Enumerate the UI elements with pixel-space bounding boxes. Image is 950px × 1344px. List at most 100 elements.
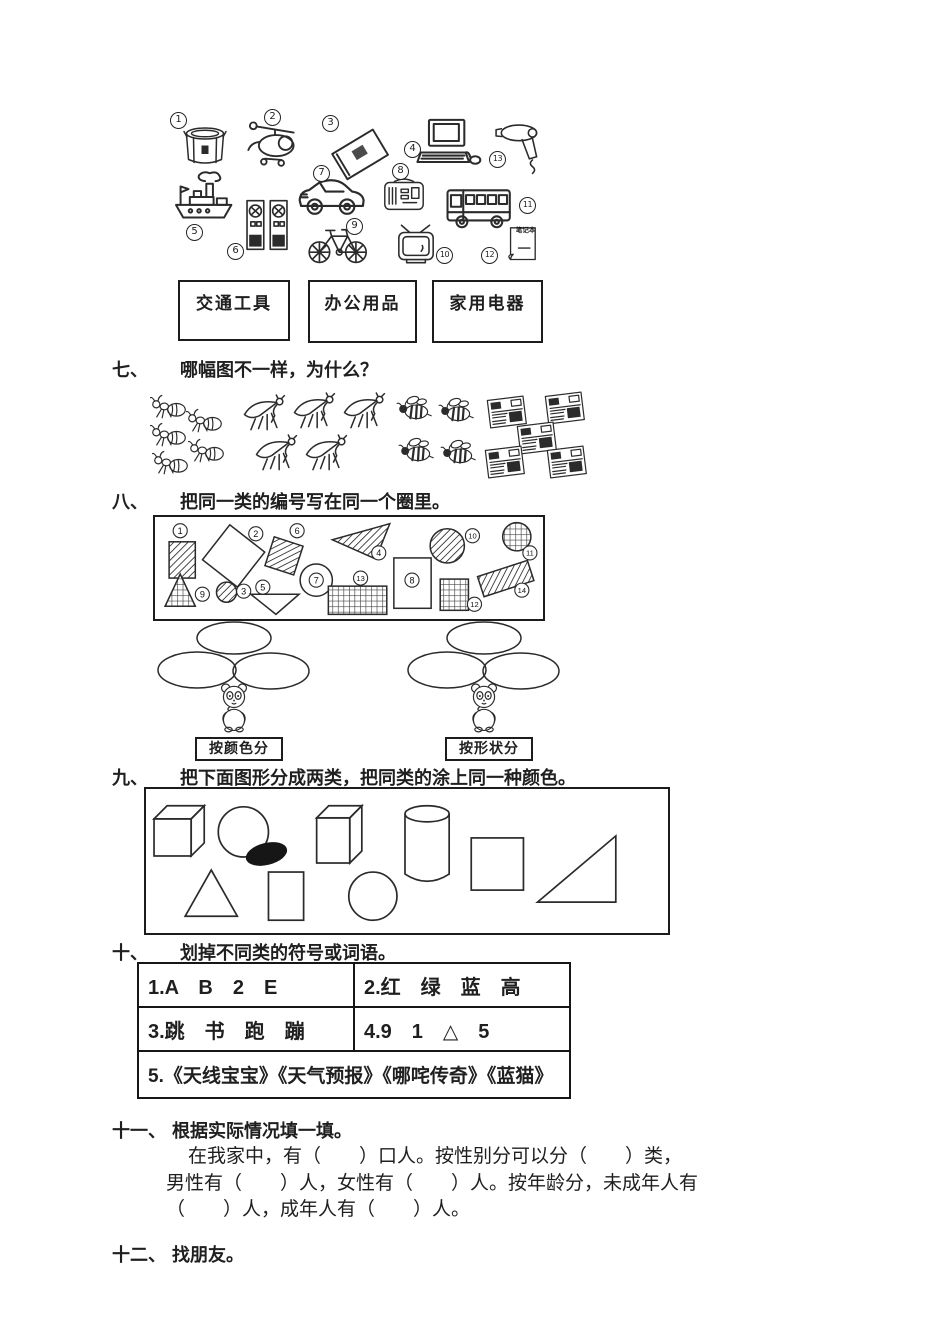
category-box-appliance[interactable]: 家用电器 xyxy=(432,280,543,343)
clipart-number-7: 7 xyxy=(313,165,330,182)
section-9-title: 把下面图形分成两类，把同类的涂上同一种颜色。 xyxy=(180,768,576,788)
mantis-icon xyxy=(288,390,342,434)
clipart-number-3: 3 xyxy=(322,115,339,132)
table-cell-letters[interactable]: 1.A B 2 E xyxy=(137,962,355,1008)
svg-text:9: 9 xyxy=(200,589,205,599)
bee-icon xyxy=(436,394,476,424)
sorting-circles[interactable] xyxy=(157,618,310,736)
clipart-number-1: 1 xyxy=(170,112,187,129)
shape-6 xyxy=(263,535,304,576)
shape9-cuboid xyxy=(314,803,364,866)
shape9-cube xyxy=(151,803,207,859)
mantis-icon xyxy=(250,432,304,476)
section-9-header: 九、 把下面图形分成两类，把同类的涂上同一种颜色。 xyxy=(112,764,576,790)
svg-text:6: 6 xyxy=(295,526,300,536)
shape9-triangle xyxy=(183,868,239,918)
fill-blank-line-3[interactable]: （ ）人，成年人有（ ）人。 xyxy=(166,1199,471,1220)
mantis-icon xyxy=(238,392,292,436)
shape-13 xyxy=(327,585,388,616)
section-10-title: 划掉不同类的符号或词语。 xyxy=(180,943,396,963)
svg-text:13: 13 xyxy=(356,574,364,583)
clipart-number-11: 11 xyxy=(519,197,536,214)
bee-icon xyxy=(394,392,434,422)
section-11-title: 根据实际情况填一填。 xyxy=(172,1121,352,1141)
svg-text:14: 14 xyxy=(518,586,526,595)
newspaper-icon xyxy=(482,444,528,480)
clipart-number-6: 6 xyxy=(227,243,244,260)
shape-5 xyxy=(248,593,302,616)
svg-text:3: 3 xyxy=(241,586,246,596)
section-10-number: 十、 xyxy=(112,943,148,963)
section-11-header: 十一、根据实际情况填一填。 xyxy=(112,1117,352,1143)
cross-out-table: 1.A B 2 E 2.红 绿 蓝 高 3.跳 书 跑 蹦 4.9 1 △ 5 … xyxy=(137,962,571,1099)
clipart-number-8: 8 xyxy=(392,163,409,180)
panda-icon xyxy=(470,683,498,733)
shape-3 xyxy=(215,581,238,604)
section-8-header: 八、 把同一类的编号写在同一个圈里。 xyxy=(112,488,450,514)
svg-text:7: 7 xyxy=(314,575,319,585)
section-12-number: 十二、 xyxy=(112,1245,166,1265)
shape-2 xyxy=(201,523,266,589)
mantis-icon xyxy=(300,432,354,476)
sort-method-label: 按颜色分 xyxy=(195,737,283,761)
sorting-circles[interactable] xyxy=(407,618,560,736)
svg-text:5: 5 xyxy=(260,582,265,592)
table-cell-verbs[interactable]: 3.跳 书 跑 蹦 xyxy=(137,1006,355,1052)
section-8-number: 八、 xyxy=(112,492,148,512)
shape9-circle xyxy=(217,805,270,858)
ant-icon xyxy=(186,406,228,434)
shape9-square xyxy=(470,837,525,891)
section-10-header: 十、 划掉不同类的符号或词语。 xyxy=(112,939,396,965)
shape-9 xyxy=(163,572,197,608)
svg-text:12: 12 xyxy=(470,600,478,609)
section-7-number: 七、 xyxy=(112,360,148,380)
section-9-number: 九、 xyxy=(112,768,148,788)
section-12-header: 十二、找朋友。 xyxy=(112,1241,244,1267)
clipart-number-5: 5 xyxy=(186,224,203,241)
shape9-rtriangle xyxy=(535,834,617,904)
category-box-label: 家用电器 xyxy=(449,294,526,313)
sort-group-by-shape: 按形状分 xyxy=(407,618,560,761)
table-cell-numbers[interactable]: 4.9 1 △ 5 xyxy=(353,1006,571,1052)
clipart-number-10: 10 xyxy=(436,247,453,264)
bee-icon xyxy=(396,434,436,464)
ant-icon xyxy=(150,420,192,448)
panda-icon xyxy=(220,683,248,733)
fill-blank-line-2[interactable]: 男性有（ ）人，女性有（ ）人。按年龄分，未成年人有 xyxy=(166,1173,699,1194)
clipart-number-12: 12 xyxy=(481,247,498,264)
section-12-title: 找朋友。 xyxy=(172,1245,244,1265)
svg-text:1: 1 xyxy=(178,526,183,536)
table-cell-colors[interactable]: 2.红 绿 蓝 高 xyxy=(353,962,571,1008)
svg-text:2: 2 xyxy=(253,529,258,539)
section-7-title: 哪幅图不一样，为什么？ xyxy=(180,360,378,380)
bee-icon xyxy=(438,436,478,466)
shape-10 xyxy=(429,527,466,564)
sort-method-label: 按形状分 xyxy=(445,737,533,761)
newspaper-icon xyxy=(544,444,590,480)
clipart-number-13: 13 xyxy=(489,151,506,168)
svg-text:4: 4 xyxy=(376,548,381,558)
section-8-title: 把同一类的编号写在同一个圈里。 xyxy=(180,492,450,512)
shape9-rect xyxy=(267,871,305,922)
svg-text:11: 11 xyxy=(526,549,534,558)
fill-blank-line-1[interactable]: 在我家中，有（ ）口人。按性别分可以分（ ）类， xyxy=(188,1146,683,1167)
shape9-circle xyxy=(347,871,398,922)
shape9-blob xyxy=(245,842,288,866)
category-box-label: 办公用品 xyxy=(324,294,401,313)
two-class-shapes-box xyxy=(144,787,670,935)
category-box-transport[interactable]: 交通工具 xyxy=(178,280,290,341)
table-cell-shows[interactable]: 5.《天线宝宝》《天气预报》《哪咤传奇》《蓝猫》 xyxy=(137,1050,571,1099)
category-box-office[interactable]: 办公用品 xyxy=(308,280,417,343)
svg-text:8: 8 xyxy=(409,575,414,585)
ant-icon xyxy=(188,436,230,464)
category-box-label: 交通工具 xyxy=(196,294,272,313)
sort-group-by-color: 按颜色分 xyxy=(157,618,310,761)
section-7-header: 七、 哪幅图不一样，为什么？ xyxy=(112,356,378,382)
clipart-number-4: 4 xyxy=(404,141,421,158)
shape-14 xyxy=(476,559,535,598)
shape-1 xyxy=(168,541,197,579)
